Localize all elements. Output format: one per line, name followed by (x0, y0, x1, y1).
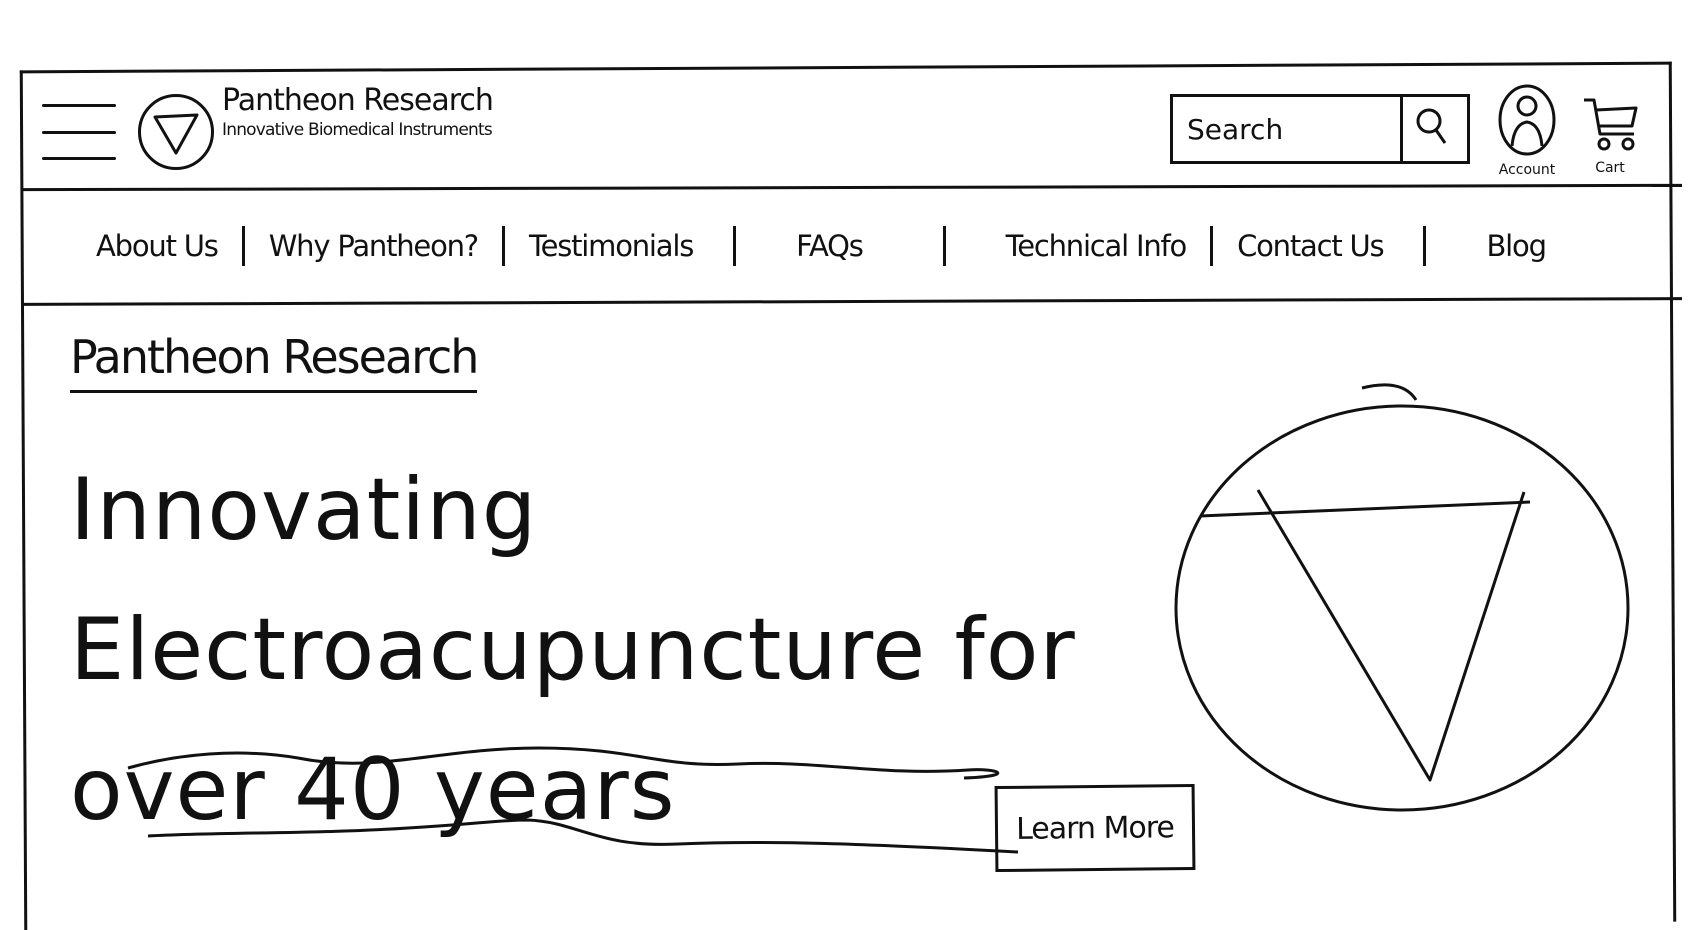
brand-tagline: Innovative Biomedical Instruments (222, 120, 493, 140)
nav-faqs[interactable]: FAQs (796, 229, 864, 263)
hamburger-line (42, 130, 116, 134)
search-input[interactable] (1173, 97, 1400, 161)
placeholder-text-lines (127, 746, 1019, 854)
cart-button[interactable]: Cart (1580, 94, 1640, 176)
nav-separator (501, 226, 505, 266)
nav-why-pantheon[interactable]: Why Pantheon? (268, 229, 479, 263)
brand-block: Pantheon Research Innovative Biomedical … (222, 83, 494, 140)
search-icon (1416, 108, 1447, 144)
nav-separator (733, 226, 737, 266)
nav-separator (1210, 226, 1214, 266)
brand-name: Pantheon Research (222, 83, 494, 118)
nav-technical-info[interactable]: Technical Info (1005, 229, 1188, 263)
nav-contact-us[interactable]: Contact Us (1237, 229, 1385, 263)
hamburger-line (42, 157, 116, 160)
hero-logo-illustration (1174, 383, 1630, 812)
account-label: Account (1498, 162, 1556, 178)
logo-icon[interactable] (138, 94, 214, 170)
account-icon (1498, 84, 1556, 156)
hero-eyebrow: Pantheon Research (70, 330, 479, 393)
hamburger-line (42, 104, 116, 107)
hamburger-menu-icon[interactable] (42, 104, 116, 160)
account-button[interactable]: Account (1496, 84, 1558, 178)
main-nav: About Us Why Pantheon? Testimonials FAQs… (96, 226, 1596, 266)
nav-separator (1423, 226, 1427, 266)
nav-blog[interactable]: Blog (1486, 229, 1547, 263)
search-box (1170, 94, 1470, 164)
nav-separator (241, 226, 245, 266)
nav-testimonials[interactable]: Testimonials (528, 229, 694, 263)
hero-headline: Innovating Electroacupuncture for over 4… (70, 460, 1076, 840)
logo-triangle-icon (153, 113, 199, 155)
search-button[interactable] (1400, 97, 1467, 161)
nav-separator (942, 226, 946, 266)
cart-label: Cart (1595, 160, 1625, 176)
nav-about-us[interactable]: About Us (96, 229, 219, 263)
cart-icon (1584, 98, 1638, 151)
